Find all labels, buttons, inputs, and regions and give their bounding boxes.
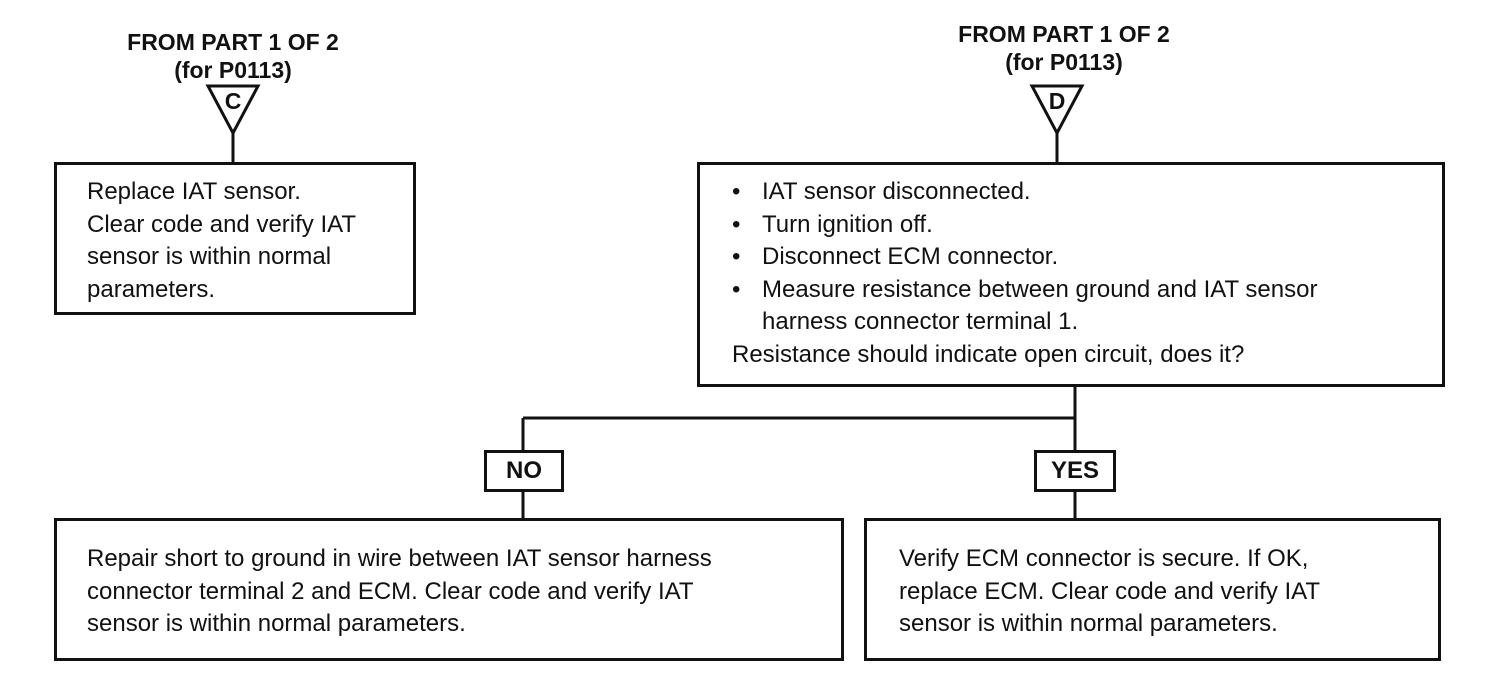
connector-d-heading-line1: FROM PART 1 OF 2 <box>958 21 1170 47</box>
repair-short-line-2: connector terminal 2 and ECM. Clear code… <box>87 577 694 605</box>
verify-ecm-box: Verify ECM connector is secure. If OK, r… <box>864 518 1441 661</box>
answer-yes-label: YES <box>1034 450 1116 492</box>
repair-short-line-3: sensor is within normal parameters. <box>87 610 466 637</box>
connector-d-heading-line2: (for P0113) <box>1005 49 1123 75</box>
step-measure-resistance-line1: Measure resistance between ground and IA… <box>762 275 1318 303</box>
resistance-check-steps: IAT sensor disconnected. Turn ignition o… <box>732 176 1442 339</box>
connector-c-triangle <box>205 84 261 137</box>
repair-short-box: Repair short to ground in wire between I… <box>54 518 844 661</box>
replace-iat-line-3: sensor is within normal <box>87 243 332 270</box>
connector-d-letter: D <box>1048 88 1066 114</box>
step-turn-ignition-off: Turn ignition off. <box>732 209 1442 242</box>
step-iat-sensor-disconnected: IAT sensor disconnected. <box>732 176 1442 209</box>
answer-no-label: NO <box>484 450 564 492</box>
step-disconnect-ecm-connector: Disconnect ECM connector. <box>732 241 1442 274</box>
step-measure-resistance-line2: harness connector terminal 1. <box>762 308 1079 335</box>
step-measure-resistance: Measure resistance between ground and IA… <box>732 274 1442 339</box>
replace-iat-line-1: Replace IAT sensor. <box>87 178 301 205</box>
verify-ecm-line-1: Verify ECM connector is secure. If OK, <box>899 545 1309 572</box>
connector-c-letter: C <box>224 88 242 114</box>
connector-c-heading-line2: (for P0113) <box>174 57 292 83</box>
connector-c-heading-line1: FROM PART 1 OF 2 <box>127 29 339 55</box>
replace-iat-line-2: Clear code and verify IAT <box>87 210 357 238</box>
verify-ecm-line-2: replace ECM. Clear code and verify IAT <box>899 577 1321 605</box>
resistance-check-box: IAT sensor disconnected. Turn ignition o… <box>697 162 1445 387</box>
resistance-check-question: Resistance should indicate open circuit,… <box>732 340 1245 368</box>
connector-c-heading: FROM PART 1 OF 2 (for P0113) <box>83 28 383 84</box>
verify-ecm-line-3: sensor is within normal parameters. <box>899 610 1278 637</box>
replace-iat-line-4: parameters. <box>87 275 216 303</box>
repair-short-line-1: Repair short to ground in wire between I… <box>87 545 712 572</box>
replace-iat-sensor-box: Replace IAT sensor. Clear code and verif… <box>54 162 416 315</box>
connector-d-triangle <box>1029 84 1085 137</box>
connector-d-heading: FROM PART 1 OF 2 (for P0113) <box>914 20 1214 76</box>
